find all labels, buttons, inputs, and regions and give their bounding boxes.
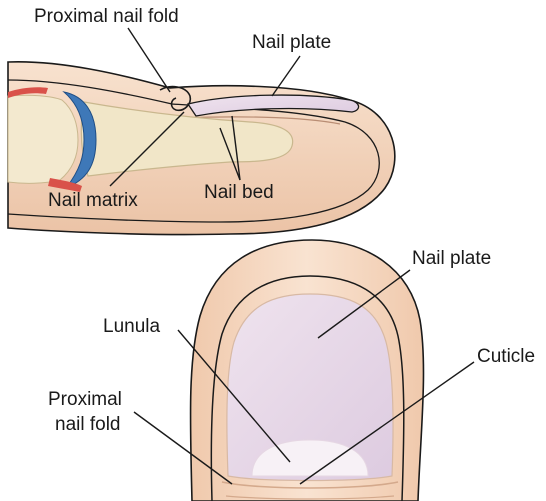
- label-nail-bed: Nail bed: [204, 182, 274, 203]
- label-proximal-nail-fold-side: Proximal nail fold: [34, 6, 179, 27]
- side-view-diagram: Proximal nail fold Nail plate Nail matri…: [8, 6, 395, 235]
- label-nail-matrix: Nail matrix: [48, 190, 138, 211]
- label-proximal-nail-fold-top-line2: nail fold: [55, 414, 121, 435]
- label-proximal-nail-fold-top-line1: Proximal: [48, 389, 122, 410]
- top-view-diagram: Nail plate Lunula Cuticle Proximal nail …: [48, 240, 535, 501]
- label-nail-plate-top: Nail plate: [412, 248, 491, 269]
- label-cuticle: Cuticle: [477, 346, 535, 367]
- label-lunula: Lunula: [103, 316, 160, 337]
- side-middle-phalanx: [8, 95, 78, 183]
- label-nail-plate-side: Nail plate: [252, 32, 331, 53]
